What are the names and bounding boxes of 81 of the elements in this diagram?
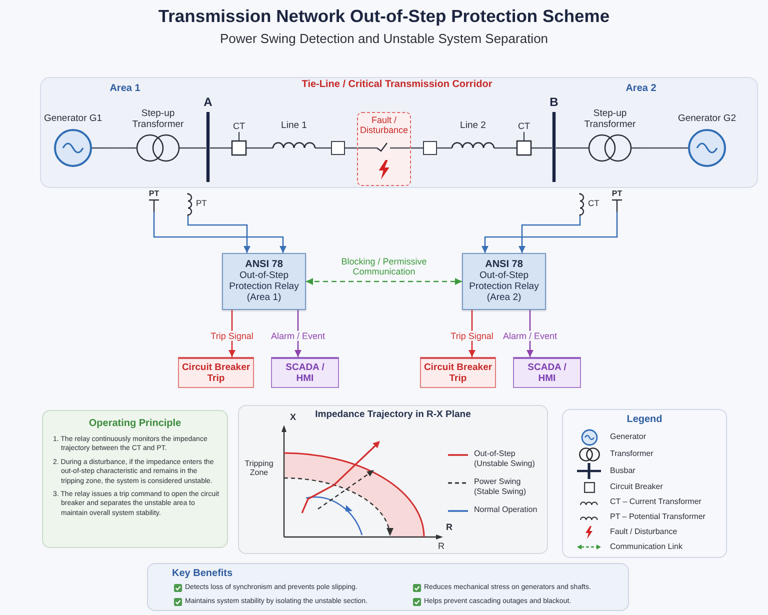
component-label: Line 2 [460,121,486,132]
legend-text: Communication Link [610,542,682,552]
panel-title: Key Benefits [172,568,233,580]
benefits-panel [147,563,629,611]
legend-text: Fault / Disturbance [610,527,678,536]
wire [345,147,357,149]
edge-label: Alarm / Event [268,330,328,341]
legend-text: Out-of-Step (Unstable Swing) [474,449,536,468]
wire [411,147,423,149]
output-label: Circuit Breaker Trip [423,362,493,384]
output-label: Circuit Breaker Trip [181,362,251,384]
trip-command-box [420,357,496,388]
fault-label: Fault / Disturbance [359,116,409,136]
pt-label: PT [148,189,160,198]
edge-label: Trip Signal [448,330,496,341]
component-label: Step-up Transformer [583,108,637,130]
corridor-label: Tie-Line / Critical Transmission Corridor [302,79,492,90]
dashed-arrow [306,278,462,285]
info-panel [42,410,228,548]
area-panel [40,77,758,188]
wire [190,147,199,149]
busbar-label: A [204,96,212,110]
wire [250,147,266,149]
relay-title: ANSI 78 [245,258,283,270]
axis-label: R [446,522,452,532]
panel-title: Operating Principle [88,418,182,430]
relay-box [462,253,546,310]
wire [437,147,445,149]
trip-command-box [178,357,254,388]
area-label: Area 1 [110,83,140,94]
wire [642,147,670,149]
breaker-symbol [423,141,437,155]
chart-title: Impedance Trajectory in R-X Plane [315,410,471,421]
legend-text: Power Swing (Stable Swing) [474,477,528,496]
axis-label: R [438,541,444,552]
wire [217,147,228,149]
wire [501,147,513,149]
edge-label: Trip Signal [208,330,256,341]
pt-label: PT [612,189,622,198]
relay-box [222,253,306,310]
zone-label: Tripping Zone [244,459,274,478]
legend-panel [562,409,727,558]
output-label: SCADA / HMI [284,362,326,384]
fault-box [357,112,411,186]
legend-text: PT – Potential Transformer [610,512,706,522]
legend-text: CT – Current Transformer [610,497,702,506]
axis-label: X [290,412,296,422]
subtitle: Power Swing Detection and Unstable System Separation [220,32,548,47]
legend-text: Generator [610,432,646,442]
legend-text: Circuit Breaker [610,482,663,492]
pt-label: PT [196,199,207,209]
breaker-symbol [331,141,345,155]
component-label: CT [233,121,245,132]
relay-text: Out-of-Step Protection Relay (Area 1) [228,271,300,304]
component-label: Generator G2 [678,114,736,125]
arrow [187,216,250,253]
relay-text: Out-of-Step Protection Relay (Area 2) [468,271,540,304]
legend-text: Normal Operation [474,505,538,515]
scada-box [271,357,339,388]
component-label: Generator G1 [44,114,102,125]
component-label: CT [518,121,530,132]
legend-text: Busbar [610,466,636,476]
diagram-title: Transmission Network Out-of-Step Protection Scheme [158,6,610,26]
wire [535,147,545,149]
area-label: Area 2 [626,83,656,94]
relay-title: ANSI 78 [485,258,523,270]
pt-label: CT [588,199,600,209]
arrow [153,212,286,253]
arrow [518,216,581,253]
wire [563,147,578,149]
legend-text: Transformer [610,449,654,458]
component-label: Step-up Transformer [131,108,185,130]
busbar-label: B [550,96,558,110]
component-label: Line 1 [281,121,307,132]
scada-box [513,357,581,388]
edge-label: Alarm / Event [500,330,560,341]
wire [322,147,331,149]
output-label: SCADA / HMI [526,362,568,384]
wire [105,147,126,149]
legend-title: Legend [626,414,662,426]
arrow [482,212,618,253]
